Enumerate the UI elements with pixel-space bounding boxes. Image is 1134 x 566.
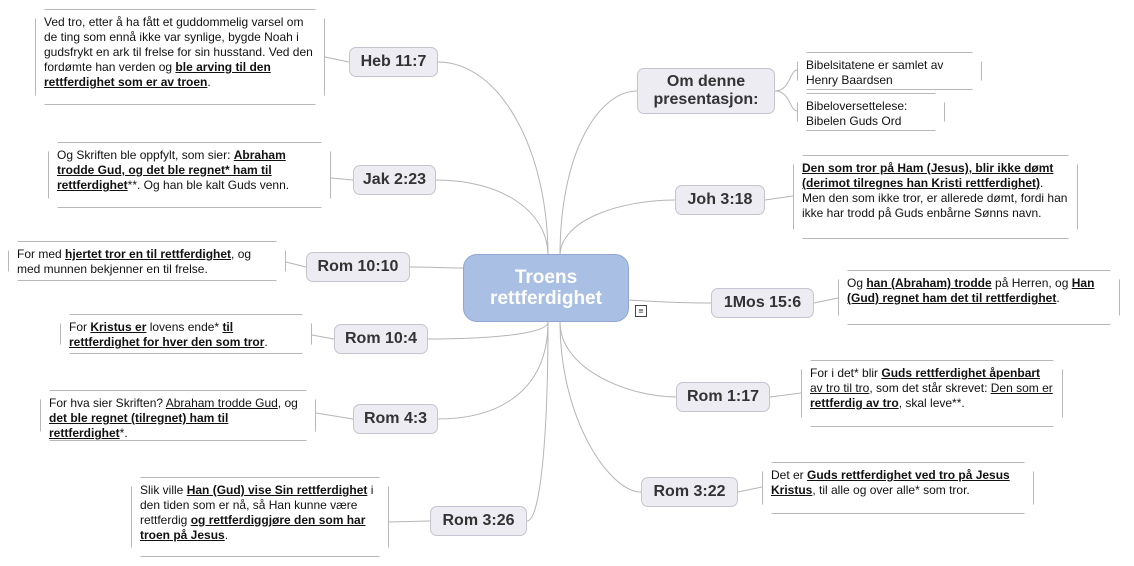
note-rom-10-4: For Kristus er lovens ende* til rettferd… [60, 314, 312, 354]
note-text-segment: Kristus er [90, 320, 147, 334]
link-joh [559, 199, 676, 257]
link-rom1010 [409, 266, 464, 269]
link-mos [628, 299, 712, 304]
note-text-segment: ble arving til den rettferdighet som er … [44, 60, 271, 89]
link-jak-note [330, 177, 354, 181]
link-rom117 [559, 321, 677, 398]
note-text-segment: , skal leve**. [898, 396, 965, 410]
topic-rom-3-26[interactable]: Rom 3:26 [430, 506, 527, 536]
note-text-segment: , og med munnen bekjenner en til frelse. [17, 247, 252, 276]
note-text-segment: Guds rettferdighet åpenbart [881, 366, 1041, 380]
note-text-segment: Abraham trodde Gud [165, 396, 278, 410]
note-1mos-15-6: Og han (Abraham) trodde på Herren, og Ha… [838, 270, 1120, 325]
topic-1mos-15-6[interactable]: 1Mos 15:6 [711, 288, 814, 318]
note-text-segment: For hva sier Skriften? [49, 396, 166, 410]
central-topic-line1: Troens [514, 267, 578, 288]
note-text-segment: . [224, 528, 229, 542]
note-heb-11-7: Ved tro, etter å ha fått et guddommelig … [35, 9, 325, 105]
note-text-segment: til rettferdighet for hver den som tror [69, 320, 265, 349]
note-text-segment: Den som tror på Ham (Jesus), blir ikke d… [802, 161, 1054, 190]
notes-icon[interactable]: ≡ [635, 305, 647, 317]
note-text-segment: Og Skriften ble oppfylt, som sier: [57, 148, 234, 162]
topic-rom-3-22[interactable]: Rom 3:22 [641, 477, 738, 507]
link-om [559, 90, 638, 257]
link-mos-note [813, 297, 839, 304]
topic-rom-4-3[interactable]: Rom 4:3 [353, 404, 438, 434]
note-rom-4-3: For hva sier Skriften? Abraham trodde Gu… [40, 390, 316, 441]
link-rom1010-note [285, 261, 307, 268]
note-text-segment: Abraham trodde Gud, og det ble regnet* h… [57, 148, 286, 192]
link-heb-note [324, 56, 350, 63]
link-rom117-note [769, 392, 802, 398]
link-om-note1 [774, 69, 798, 92]
note-rom-1-17: For i det* blir Guds rettferdighet åpenb… [801, 360, 1063, 427]
link-joh-note [764, 195, 794, 201]
topic-om-line1: Om denne [666, 73, 746, 90]
topic-om-line2: presentasjon: [653, 91, 759, 108]
note-text-segment: For med [17, 247, 66, 261]
note-text-segment: hjertet tror en til rettferdighet [65, 247, 232, 261]
note-text-segment: Bibelsitatene er samlet av Henry Baardse… [806, 58, 944, 87]
note-text-segment: . [207, 75, 211, 89]
note-text-segment: og rettferdiggjøre den som har troen på … [140, 513, 366, 542]
topic-rom-10-10[interactable]: Rom 10:10 [306, 252, 410, 282]
note-rom-10-10: For med hjertet tror en til rettferdighe… [8, 241, 286, 281]
note-text-segment: han (Abraham) trodde [866, 276, 992, 290]
link-rom43 [437, 321, 549, 420]
note-om-compiled-by: Bibelsitatene er samlet av Henry Baardse… [797, 52, 982, 90]
topic-heb-11-7[interactable]: Heb 11:7 [349, 47, 438, 77]
link-rom326 [526, 321, 549, 522]
link-rom322-note [737, 486, 763, 493]
note-joh-3-18: Den som tror på Ham (Jesus), blir ikke d… [793, 155, 1078, 239]
note-text-segment: lovens ende* [146, 320, 223, 334]
link-om-note2 [774, 90, 798, 112]
note-rom-3-26: Slik ville Han (Gud) vise Sin rettferdig… [131, 477, 389, 557]
note-text-segment: , og [277, 396, 298, 410]
note-text-segment: . Men den som ikke tror, er allerede døm… [802, 176, 1068, 220]
note-text-segment: Og [847, 276, 867, 290]
topic-om-denne-presentasjon[interactable]: Om denne presentasjon: [637, 68, 775, 114]
note-om-translation: Bibeloversettelese: Bibelen Guds Ord [797, 93, 945, 131]
note-text-segment: av tro til tro [810, 381, 870, 395]
note-text-segment: For i det* blir [810, 366, 882, 380]
central-topic[interactable]: Troens rettferdighet [463, 254, 629, 322]
note-rom-3-22: Det er Guds rettferdighet ved tro på Jes… [762, 462, 1034, 514]
topic-jak-2-23[interactable]: Jak 2:23 [353, 165, 436, 195]
note-text-segment: i den tiden som er nå, så Han kunne være… [140, 483, 374, 527]
note-text-segment: Slik ville [140, 483, 187, 497]
link-rom104-note [311, 334, 335, 340]
link-rom104 [427, 321, 549, 340]
note-text-segment: , som det står skrevet: [869, 381, 991, 395]
link-rom326-note [388, 520, 431, 523]
note-text-segment: Ved tro, etter å ha fått et guddommelig … [44, 15, 313, 74]
note-text-segment: på Herren, og [991, 276, 1072, 290]
note-text-segment: Det er [771, 468, 808, 482]
topic-joh-3-18[interactable]: Joh 3:18 [675, 185, 765, 215]
note-text-segment: For [69, 320, 91, 334]
topic-rom-10-4[interactable]: Rom 10:4 [334, 324, 428, 354]
central-topic-line2: rettferdighet [490, 288, 602, 309]
note-text-segment: . [264, 335, 268, 349]
topic-rom-1-17[interactable]: Rom 1:17 [676, 382, 770, 412]
note-text-segment: rettferdig av tro [810, 396, 899, 410]
note-text-segment: Han (Gud) vise Sin rettferdighet [186, 483, 368, 497]
note-jak-2-23: Og Skriften ble oppfylt, som sier: Abrah… [48, 142, 331, 208]
link-rom322 [559, 321, 642, 493]
note-text-segment: Guds rettferdighet ved tro på Jesus Kris… [771, 468, 1010, 497]
note-text-segment: **. Og han ble kalt Guds venn. [127, 178, 290, 192]
note-text-segment: . [1056, 291, 1060, 305]
note-text-segment: det ble regnet (tilregnet) ham til rettf… [49, 411, 229, 440]
link-rom43-note [315, 412, 354, 420]
note-text-segment: Den som er [990, 381, 1053, 395]
note-text-segment: Bibeloversettelese: Bibelen Guds Ord [806, 99, 908, 128]
note-text-segment: Han (Gud) regnet ham det til rettferdigh… [847, 276, 1095, 305]
note-text-segment: , til alle og over alle* som tror. [812, 483, 970, 497]
link-jak [435, 179, 549, 257]
link-heb [437, 61, 549, 257]
note-text-segment: *. [119, 426, 128, 440]
